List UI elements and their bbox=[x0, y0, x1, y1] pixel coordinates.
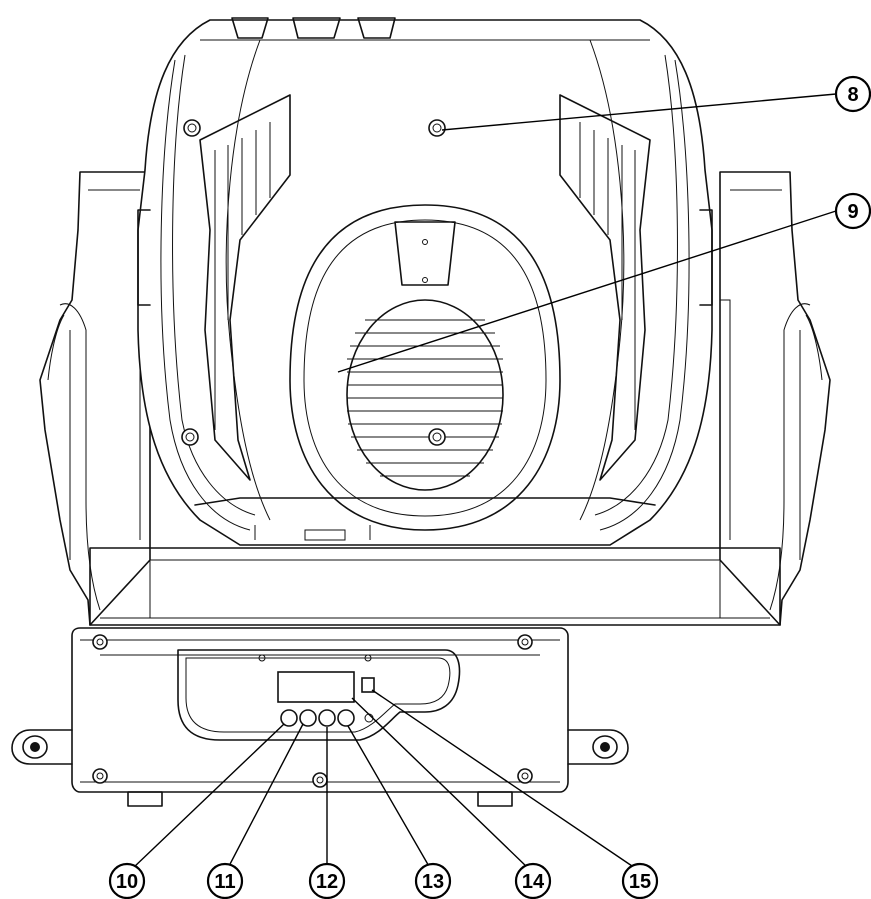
down-button[interactable] bbox=[318, 709, 336, 727]
yoke-right-arm bbox=[719, 171, 831, 626]
head-grille bbox=[347, 319, 503, 477]
moving-head bbox=[137, 17, 713, 546]
svg-text:13: 13 bbox=[422, 871, 444, 893]
right-handle[interactable] bbox=[567, 729, 629, 765]
enter-button[interactable] bbox=[337, 709, 355, 727]
callout-14: 14 bbox=[514, 862, 552, 899]
head-screw bbox=[428, 428, 446, 446]
base-screw bbox=[312, 772, 328, 788]
base-screw bbox=[517, 768, 533, 784]
head-screw bbox=[428, 119, 446, 137]
display-screen bbox=[277, 671, 355, 703]
yoke-crossbar bbox=[89, 547, 781, 626]
leader-lines bbox=[132, 93, 837, 869]
callout-10: 10 bbox=[108, 862, 146, 899]
base-screw bbox=[517, 634, 533, 650]
usb-port[interactable] bbox=[361, 677, 375, 693]
fixture-base bbox=[11, 627, 629, 807]
callout-15: 15 bbox=[621, 862, 659, 899]
base-screw bbox=[92, 634, 108, 650]
svg-text:15: 15 bbox=[629, 871, 651, 893]
up-button[interactable] bbox=[299, 709, 317, 727]
head-screw bbox=[183, 119, 201, 137]
base-screw bbox=[92, 768, 108, 784]
callout-11: 11 bbox=[206, 862, 244, 899]
menu-button[interactable] bbox=[280, 709, 298, 727]
head-screw bbox=[181, 428, 199, 446]
svg-text:8: 8 bbox=[847, 84, 858, 106]
yoke-left-arm bbox=[39, 171, 151, 626]
callout-13: 13 bbox=[414, 862, 452, 899]
callout-8: 8 bbox=[834, 75, 871, 113]
svg-text:10: 10 bbox=[116, 871, 138, 893]
svg-text:14: 14 bbox=[522, 871, 545, 893]
svg-text:9: 9 bbox=[847, 201, 858, 223]
svg-text:12: 12 bbox=[316, 871, 338, 893]
left-handle[interactable] bbox=[11, 729, 73, 765]
svg-text:11: 11 bbox=[214, 871, 235, 893]
callout-12: 12 bbox=[308, 862, 346, 899]
callout-9: 9 bbox=[834, 192, 871, 230]
